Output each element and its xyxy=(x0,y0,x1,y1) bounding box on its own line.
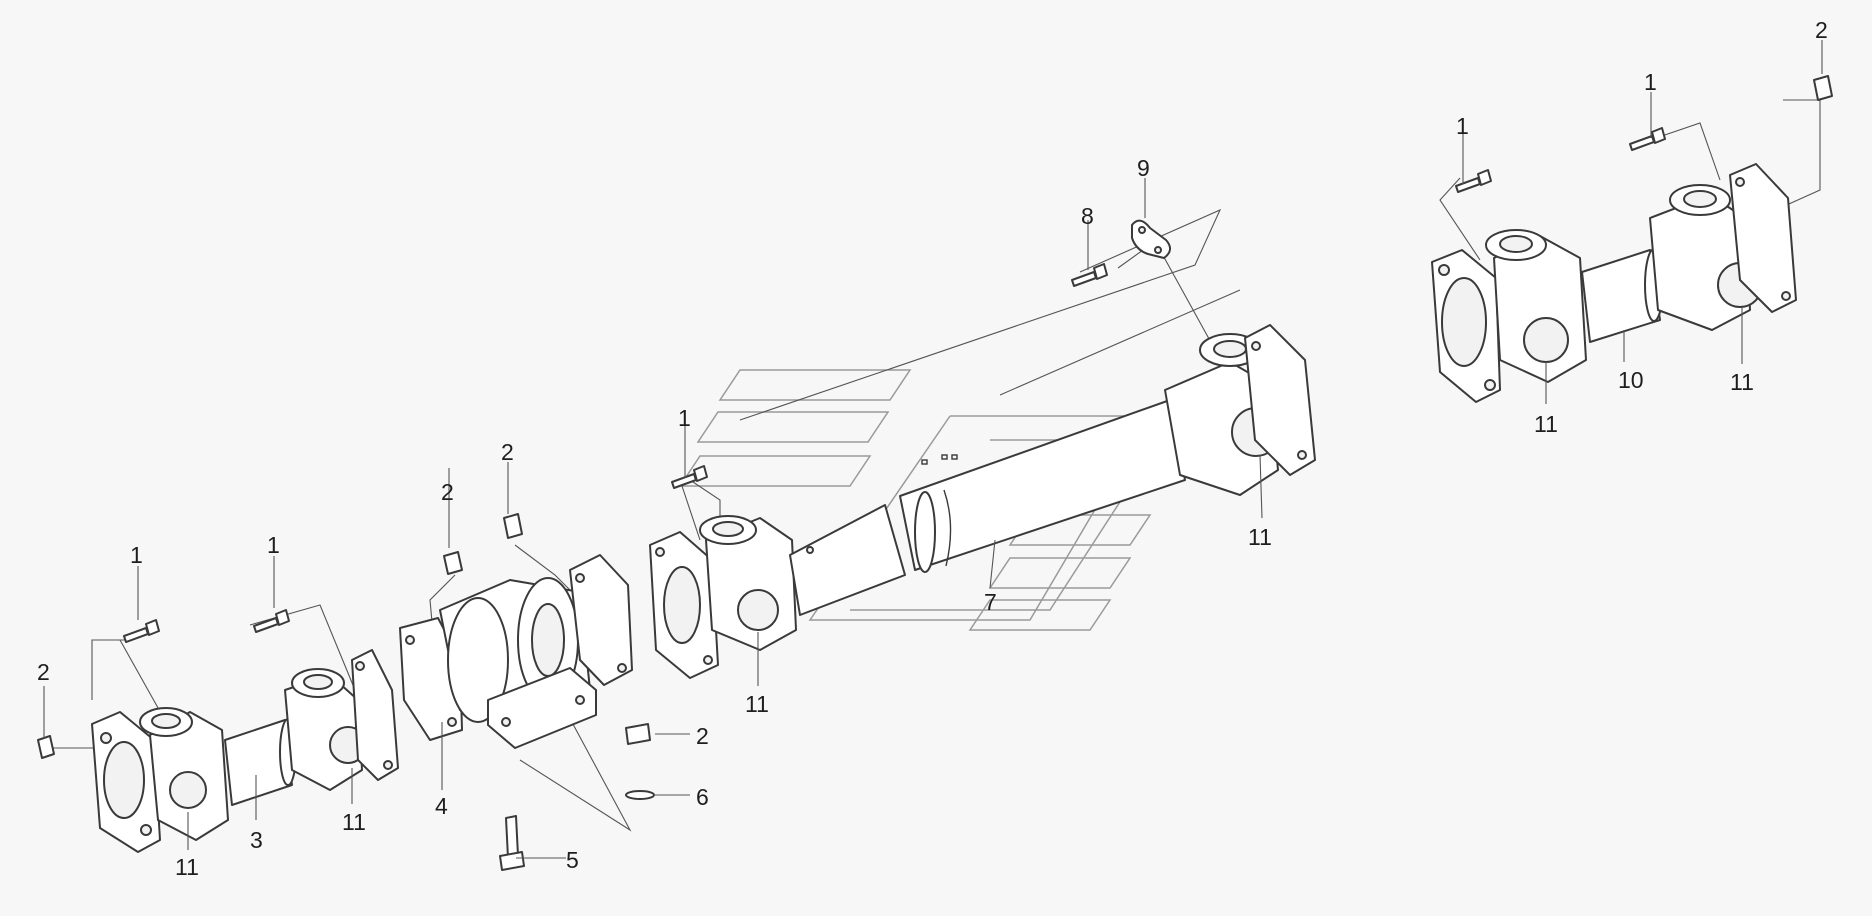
callout-part-6: 6 xyxy=(696,784,709,810)
callout-part-4: 4 xyxy=(435,793,448,819)
bolt-part-8 xyxy=(1071,263,1108,287)
bolt-part-1-e xyxy=(1629,127,1666,151)
callout-part-11: 11 xyxy=(1248,524,1272,550)
callout-part-11: 11 xyxy=(175,854,199,880)
nut-part-2-d xyxy=(625,723,651,745)
right-shaft-assembly xyxy=(1431,163,1797,403)
callout-part-7: 7 xyxy=(984,589,997,615)
nut-part-2-b xyxy=(443,551,463,575)
bolt-part-1-b xyxy=(253,609,290,633)
callout-part-2: 2 xyxy=(1815,17,1828,43)
gasket-part-9 xyxy=(1131,219,1171,259)
nut-part-2-e xyxy=(1813,75,1833,101)
callout-part-11: 11 xyxy=(745,691,769,717)
callout-part-10: 10 xyxy=(1618,367,1644,393)
callout-part-11: 11 xyxy=(1534,411,1558,437)
nut-part-2-a xyxy=(37,735,55,759)
callout-part-9: 9 xyxy=(1137,155,1150,181)
callout-part-5: 5 xyxy=(566,847,579,873)
callout-part-1: 1 xyxy=(1644,69,1657,95)
callout-part-2: 2 xyxy=(501,439,514,465)
left-shaft-assembly xyxy=(91,649,399,853)
watermark xyxy=(678,369,1162,631)
callout-part-1: 1 xyxy=(267,532,280,558)
bolt-part-1-a xyxy=(123,619,160,643)
washer-part-6 xyxy=(625,790,655,800)
callout-leaders xyxy=(43,40,1823,859)
callout-labels: 1 1 1 1 1 2 2 2 2 2 3 4 5 6 7 8 9 10 11 … xyxy=(37,17,1828,880)
main-shaft-assembly xyxy=(649,324,1316,679)
nut-part-2-c xyxy=(503,513,523,539)
callout-part-2: 2 xyxy=(696,723,709,749)
center-bearing-assembly xyxy=(399,554,633,749)
callout-part-8: 8 xyxy=(1081,203,1094,229)
callout-part-1: 1 xyxy=(130,542,143,568)
callout-part-1: 1 xyxy=(678,405,691,431)
callout-part-1: 1 xyxy=(1456,113,1469,139)
bolt-part-1-d xyxy=(1455,169,1492,193)
callout-part-3: 3 xyxy=(250,827,263,853)
callout-part-11: 11 xyxy=(342,809,366,835)
callout-part-2: 2 xyxy=(37,659,50,685)
bolt-part-5 xyxy=(499,815,525,871)
callout-part-2: 2 xyxy=(441,479,454,505)
bolt-part-1-c xyxy=(671,465,708,489)
callout-part-11: 11 xyxy=(1730,369,1754,395)
